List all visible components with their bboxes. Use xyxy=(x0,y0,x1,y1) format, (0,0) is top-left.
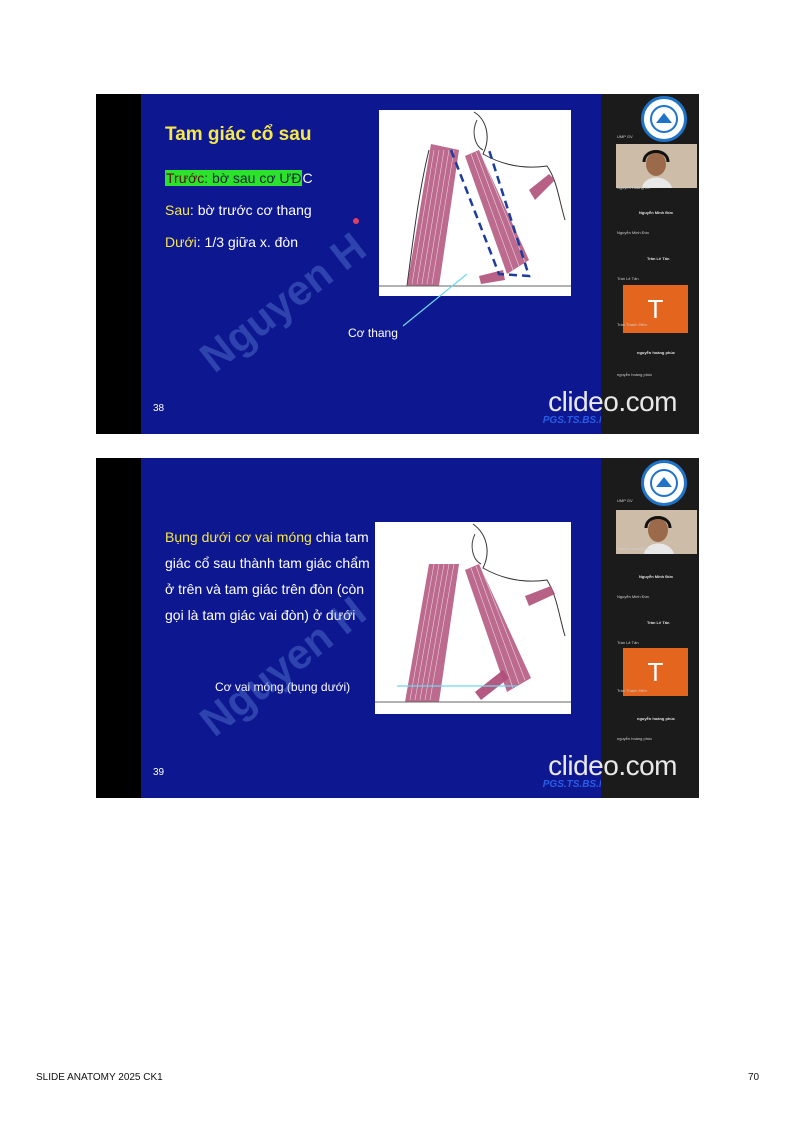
participant-name: Trần Thanh Hiền xyxy=(617,688,647,693)
video-caption: Nguyen Hoang Vu xyxy=(617,185,650,190)
paragraph-highlight: Bụng dưới cơ vai móng xyxy=(165,529,312,545)
university-logo xyxy=(641,460,687,506)
neck-anatomy-figure xyxy=(379,110,571,296)
participant-panel: UMP GV Nguyen Hoang Vu Nguyễn Minh Đức N… xyxy=(601,458,699,798)
laser-pointer-dot xyxy=(353,218,359,224)
participant-name-bold: nguyễn hoàng phúc xyxy=(637,716,675,721)
callout-line xyxy=(402,273,468,327)
participant-label: UMP GV xyxy=(617,498,633,503)
neck-muscles-illustration xyxy=(375,523,571,703)
video-caption: Nguyen Hoang Vu xyxy=(617,546,650,551)
neck-muscles-illustration xyxy=(379,111,571,287)
boundary-text: : bờ sau cơ ƯĐ xyxy=(204,170,302,186)
participant-avatar[interactable]: T xyxy=(623,648,688,696)
boundary-tail: C xyxy=(302,170,313,186)
participant-name-bold: Trần Lê Tấn xyxy=(647,256,670,261)
slide-number: 39 xyxy=(153,767,165,778)
boundary-text: : bờ trước cơ thang xyxy=(189,202,312,218)
participant-label: UMP GV xyxy=(617,134,633,139)
participant-name-bold: Nguyễn Minh Đức xyxy=(639,574,674,579)
participant-name: Trần Lê Tấn xyxy=(617,276,639,281)
slide-title: Tam giác cổ sau xyxy=(165,124,312,145)
boundary-label: Trước xyxy=(166,170,205,186)
participant-name: Trần Thanh Hiền xyxy=(617,322,647,327)
presenter-video xyxy=(616,144,697,188)
page-number: 70 xyxy=(748,1072,760,1083)
callout-omohyoid: Cơ vai móng (bụng dưới) xyxy=(215,680,351,694)
participant-name-bold: Nguyễn Minh Đức xyxy=(639,210,674,215)
document-footer-title: SLIDE ANATOMY 2025 CK1 xyxy=(36,1072,163,1083)
callout-line xyxy=(397,685,517,687)
participant-name-bold: nguyễn hoàng phúc xyxy=(637,350,675,355)
paragraph-rest: chia tam giác cổ sau thành tam giác chẩm… xyxy=(165,529,370,623)
clideo-watermark: clideo.com xyxy=(548,750,677,781)
participant-avatar[interactable]: T xyxy=(623,285,688,333)
slide-paragraph: Bụng dưới cơ vai móng chia tam giác cổ s… xyxy=(165,524,380,628)
participant-name: Nguyễn Minh Đức xyxy=(617,230,650,235)
participant-name: nguyễn hoàng phúc xyxy=(617,372,653,377)
boundary-text: : 1/3 giữa x. đòn xyxy=(196,234,298,250)
boundary-bottom: Dưới: 1/3 giữa x. đòn xyxy=(165,234,298,250)
participant-name: nguyễn hoàng phúc xyxy=(617,736,653,741)
participant-name: Nguyễn Minh Đức xyxy=(617,594,650,599)
boundary-label: Sau xyxy=(165,202,190,218)
video-tile[interactable] xyxy=(616,144,697,188)
participant-panel: UMP GV Nguyen Hoang Vu Nguyễn Minh Đức N… xyxy=(601,94,699,434)
participant-name: Trần Lê Tấn xyxy=(617,640,639,645)
boundary-back: Sau: bờ trước cơ thang xyxy=(165,202,312,218)
clideo-watermark: clideo.com xyxy=(548,386,677,417)
boundary-label: Dưới xyxy=(165,234,197,250)
slide-screenshot-39: Bụng dưới cơ vai móng chia tam giác cổ s… xyxy=(96,458,699,798)
university-logo xyxy=(641,96,687,142)
video-tile[interactable] xyxy=(616,510,697,554)
callout-trapezius: Cơ thang xyxy=(348,326,398,340)
slide-screenshot-38: Tam giác cổ sau Trước: bờ sau cơ ƯĐC Sau… xyxy=(96,94,699,434)
slide-number: 38 xyxy=(153,403,165,414)
presenter-video xyxy=(616,510,697,554)
participant-name-bold: Trần Lê Tấn xyxy=(647,620,670,625)
neck-anatomy-figure xyxy=(375,522,571,714)
boundary-front: Trước: bờ sau cơ ƯĐC xyxy=(165,170,313,186)
